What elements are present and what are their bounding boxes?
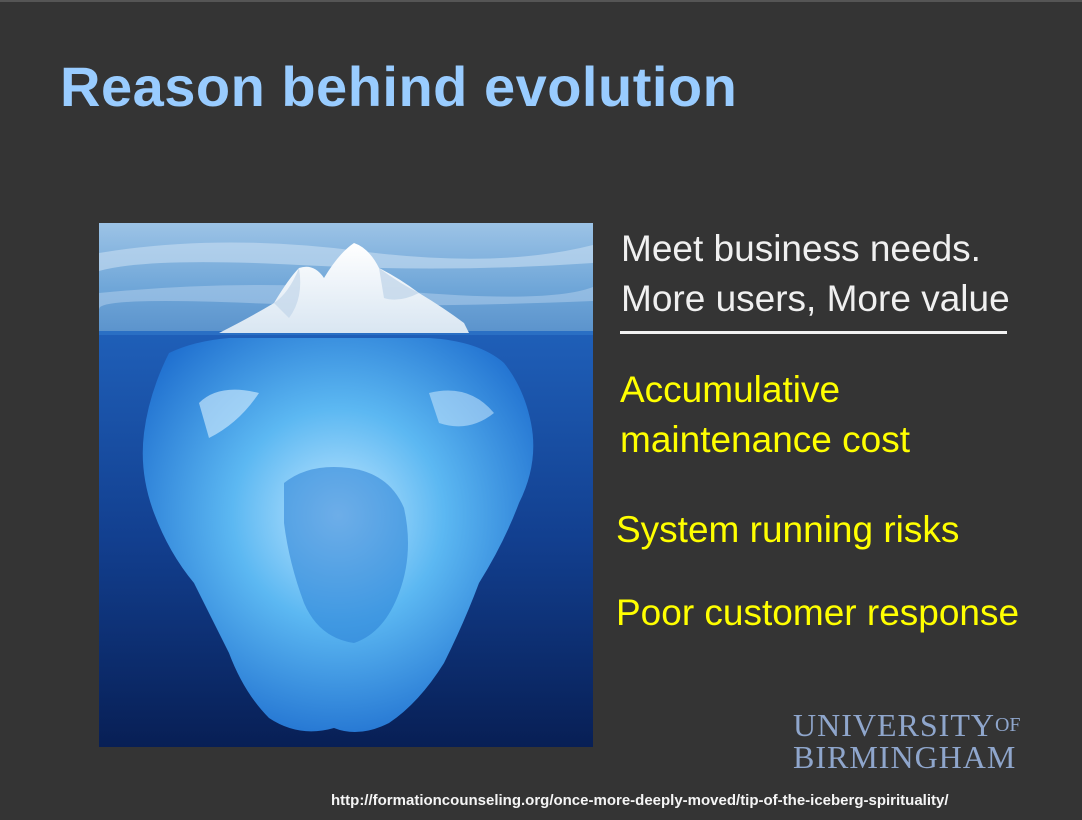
iceberg-image	[99, 223, 593, 747]
point-maintenance-cost: maintenance cost	[620, 419, 911, 460]
source-url: http://formationcounseling.org/once-more…	[331, 792, 949, 809]
point-system-running-risks: System running risks	[616, 509, 960, 550]
divider-line	[620, 331, 1007, 334]
university-logo: UNIVERSITYOF BIRMINGHAM	[793, 709, 1021, 773]
point-meet-business-needs: Meet business needs.	[621, 228, 981, 269]
logo-line2: BIRMINGHAM	[793, 739, 1017, 775]
logo-of: OF	[994, 714, 1021, 736]
point-accumulative: Accumulative	[620, 369, 841, 410]
point-poor-customer-response: Poor customer response	[616, 592, 1020, 633]
logo-line1: UNIVERSITY	[793, 707, 995, 743]
slide-title: Reason behind evolution	[60, 55, 738, 118]
point-more-users-more-value: More users, More value	[621, 278, 1010, 319]
